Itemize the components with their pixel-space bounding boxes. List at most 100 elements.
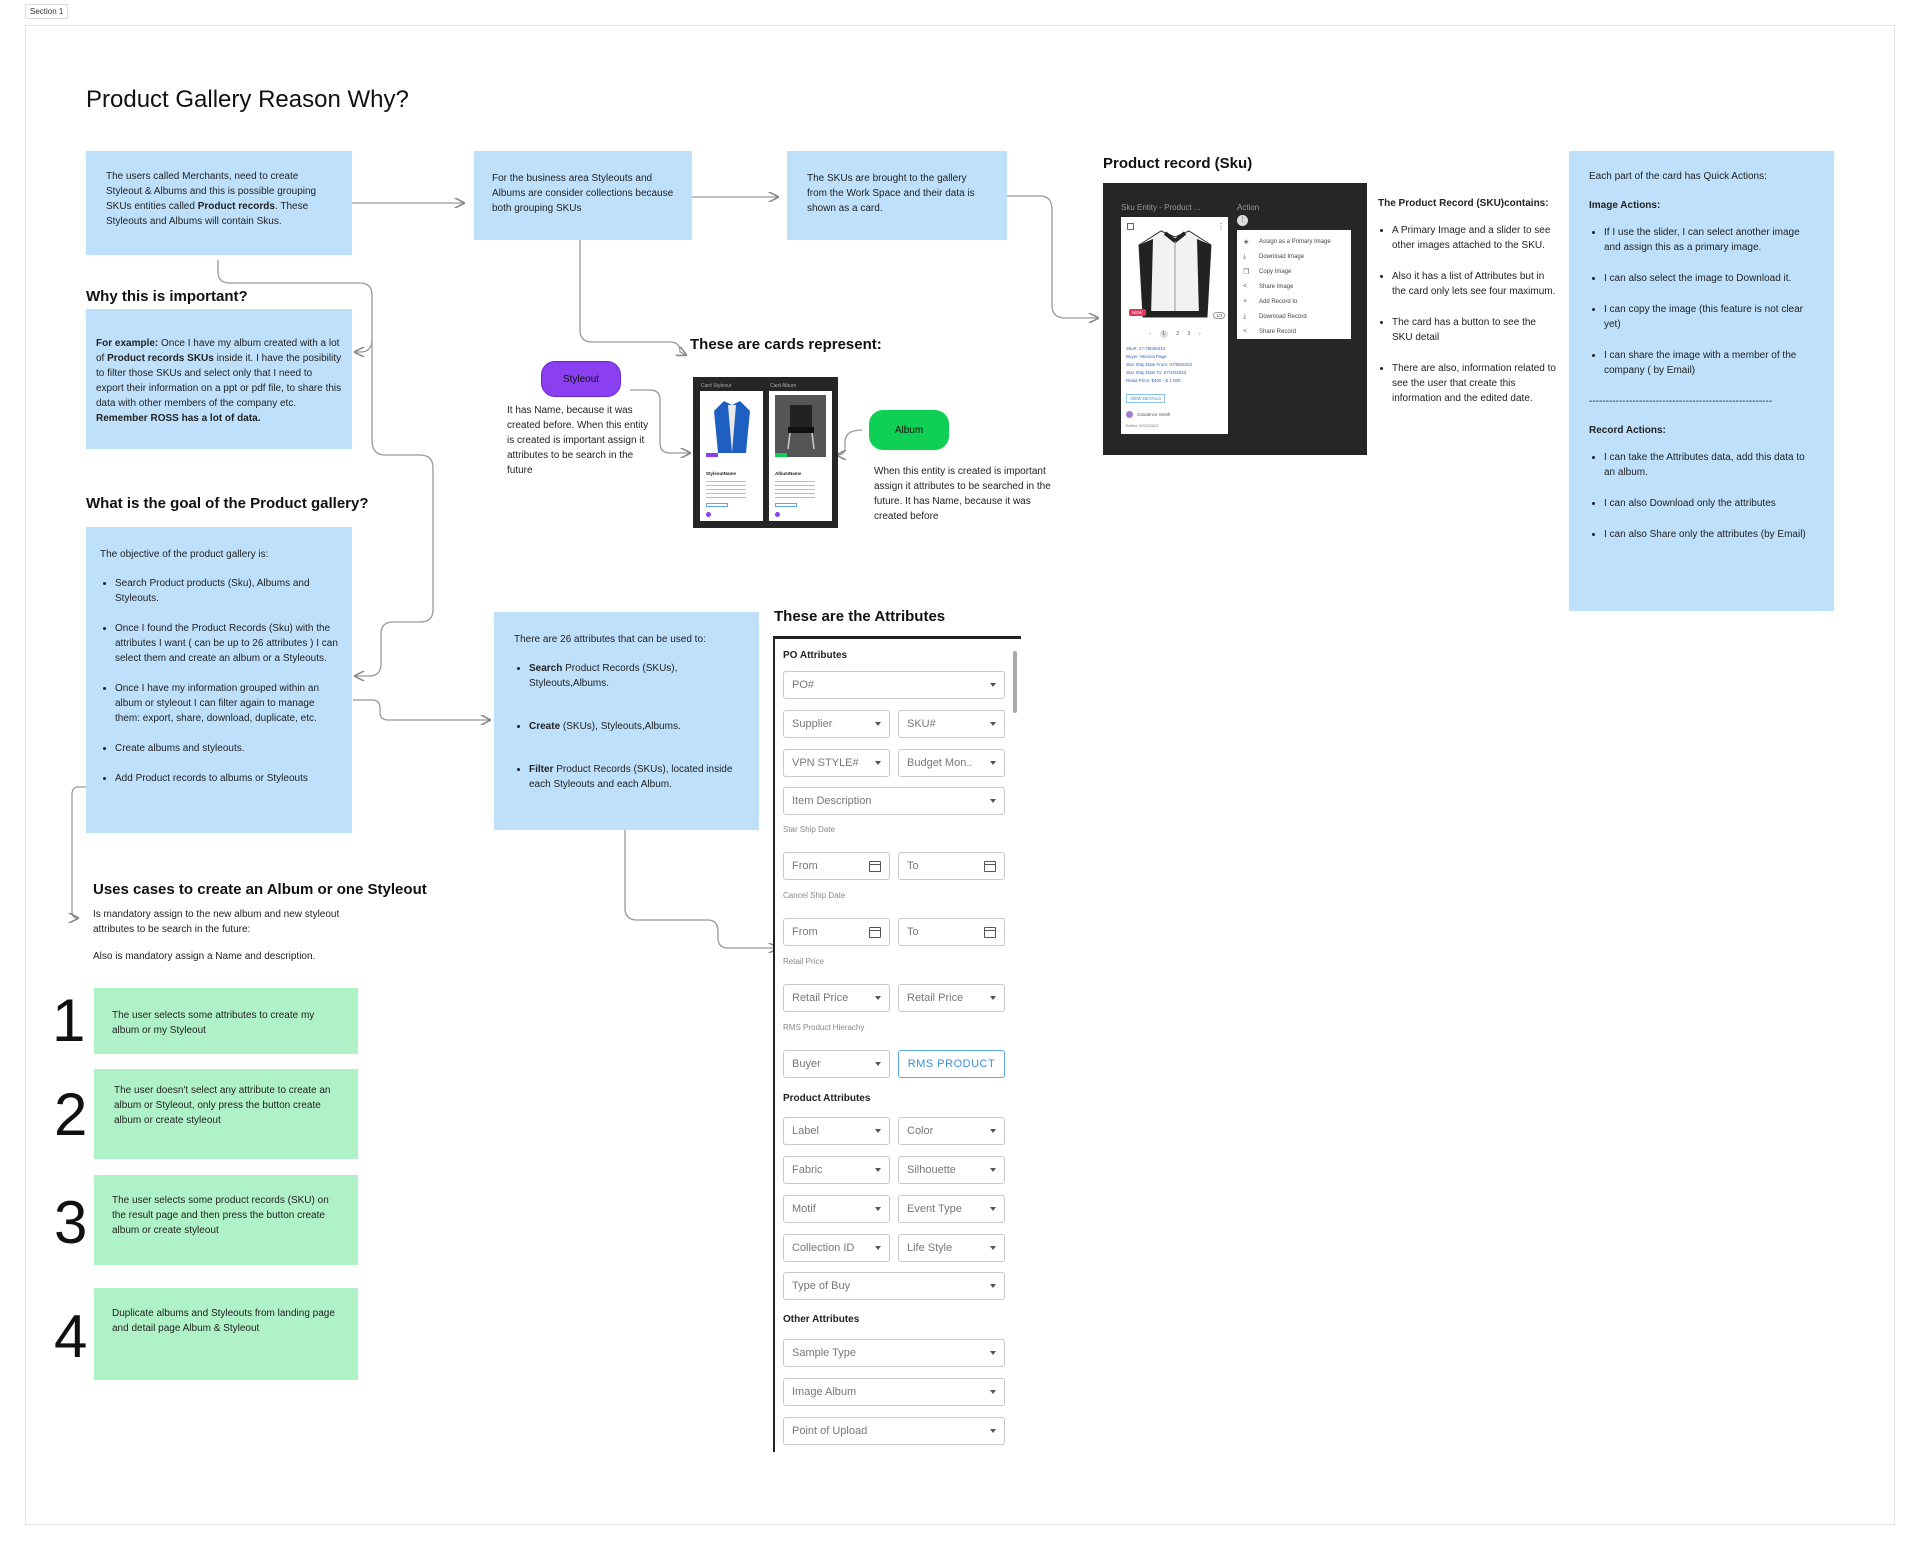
- sku-card[interactable]: ⋮ NEW 1/3 ‹ 1 2 3 › Sku#: 17-78036444 Bu…: [1121, 217, 1228, 434]
- caret-down-icon: [990, 1168, 996, 1172]
- avatar: [775, 512, 780, 517]
- caret-down-icon: [990, 1284, 996, 1288]
- list-item: There are also, information related to s…: [1392, 361, 1558, 406]
- usecases-title: Uses cases to create an Album or one Sty…: [93, 881, 427, 898]
- menu-item-add-record[interactable]: +Add Record to: [1243, 298, 1298, 305]
- attributes-usage-note: There are 26 attributes that can be used…: [494, 612, 759, 830]
- supplier-dropdown[interactable]: Supplier: [783, 710, 890, 738]
- caret-down-icon: [990, 1351, 996, 1355]
- list-item: A Primary Image and a slider to see othe…: [1392, 223, 1558, 253]
- scrollbar[interactable]: [1013, 651, 1017, 713]
- caret-down-icon: [990, 683, 996, 687]
- usecases-intro-name: Also is mandatory assign a Name and desc…: [93, 951, 316, 962]
- card-name: StyleoutName: [706, 471, 737, 476]
- caret-down-icon: [875, 1168, 881, 1172]
- slider-page[interactable]: 2: [1176, 331, 1179, 337]
- fabric-dropdown[interactable]: Fabric: [783, 1156, 890, 1184]
- user-name: Candence Smith: [1137, 412, 1171, 417]
- list-item: Also it has a list of Attributes but in …: [1392, 269, 1558, 299]
- budget-dropdown[interactable]: Budget Mon..: [898, 749, 1005, 777]
- select-checkbox[interactable]: [1127, 223, 1134, 230]
- sku-contains-note: The Product Record (SKU)contains: A Prim…: [1378, 196, 1558, 422]
- slider-page[interactable]: 1: [1159, 330, 1168, 338]
- view-details-button[interactable]: VIEW DETAILS: [1126, 394, 1166, 403]
- list-item: Add Product records to albums or Styleou…: [115, 771, 338, 786]
- image-counter: 1/3: [1213, 312, 1226, 319]
- calendar-icon[interactable]: [869, 860, 881, 872]
- quick-actions-note: Each part of the card has Quick Actions:…: [1569, 151, 1834, 611]
- action-button[interactable]: ⋮: [1237, 215, 1248, 226]
- star-ship-to-input[interactable]: To: [898, 852, 1005, 880]
- album-card[interactable]: AlbumName: [769, 391, 832, 521]
- po-dropdown[interactable]: PO#: [783, 671, 1005, 699]
- caret-down-icon: [990, 1207, 996, 1211]
- view-details-button[interactable]: [706, 503, 728, 507]
- list-item: Create albums and styleouts.: [115, 741, 338, 756]
- item-description-dropdown[interactable]: Item Description: [783, 787, 1005, 815]
- cancel-ship-from-input[interactable]: From: [783, 918, 890, 946]
- primary-image[interactable]: [1135, 225, 1215, 321]
- chevron-left-icon[interactable]: ‹: [1149, 331, 1151, 337]
- menu-item-download-image[interactable]: ⤓Download Image: [1243, 252, 1305, 260]
- event-type-dropdown[interactable]: Event Type: [898, 1195, 1005, 1223]
- example-note: For example: Once I have my album create…: [86, 309, 352, 449]
- chevron-right-icon[interactable]: ›: [1198, 331, 1201, 337]
- rms-product-button[interactable]: RMS PRODUCT: [898, 1050, 1005, 1078]
- star-ship-label: Star Ship Date: [783, 825, 836, 834]
- image-album-dropdown[interactable]: Image Album: [783, 1378, 1005, 1406]
- vpn-style-dropdown[interactable]: VPN STYLE#: [783, 749, 890, 777]
- usecases-intro: Is mandatory assign to the new album and…: [93, 909, 340, 935]
- calendar-icon[interactable]: [869, 926, 881, 938]
- view-details-button[interactable]: [775, 503, 797, 507]
- type-of-buy-dropdown[interactable]: Type of Buy: [783, 1272, 1005, 1300]
- star-ship-from-input[interactable]: From: [783, 852, 890, 880]
- album-description: When this entity is created is important…: [874, 466, 1051, 522]
- usecase-card: The user selects some attributes to crea…: [94, 988, 358, 1054]
- attributes-panel: PO Attributes PO# Supplier SKU# VPN STYL…: [773, 636, 1021, 1452]
- collections-note: For the business area Styleouts and Albu…: [474, 151, 692, 240]
- sample-type-dropdown[interactable]: Sample Type: [783, 1339, 1005, 1367]
- menu-item-assign-primary[interactable]: ★Assign as a Primary Image: [1243, 238, 1331, 246]
- copy-icon: ❐: [1243, 268, 1250, 276]
- cancel-ship-to-input[interactable]: To: [898, 918, 1005, 946]
- list-item: Search Product products (Sku), Albums an…: [115, 576, 338, 606]
- download-icon: ⤓: [1243, 312, 1247, 320]
- menu-item-share-record[interactable]: <Share Record: [1243, 328, 1297, 335]
- life-style-dropdown[interactable]: Life Style: [898, 1234, 1005, 1262]
- image-slider[interactable]: ‹ 1 2 3 ›: [1145, 330, 1205, 338]
- retail-price-min-dropdown[interactable]: Retail Price: [783, 984, 890, 1012]
- calendar-icon[interactable]: [984, 860, 996, 872]
- section-frame: [25, 25, 1895, 1525]
- menu-item-download-record[interactable]: ⤓Download Record: [1243, 312, 1307, 320]
- slider-page[interactable]: 3: [1187, 331, 1191, 337]
- list-item: The card has a button to see the SKU det…: [1392, 315, 1558, 345]
- point-of-upload-dropdown[interactable]: Point of Upload: [783, 1417, 1005, 1445]
- download-icon: ⤓: [1243, 252, 1247, 260]
- buyer-dropdown[interactable]: Buyer: [783, 1050, 890, 1078]
- section-tag[interactable]: Section 1: [25, 4, 69, 19]
- plus-icon: +: [1243, 298, 1248, 305]
- separator: ----------------------------------------…: [1589, 396, 1773, 407]
- more-icon[interactable]: ⋮: [1217, 222, 1225, 231]
- motif-dropdown[interactable]: Motif: [783, 1195, 890, 1223]
- label-dropdown[interactable]: Label: [783, 1117, 890, 1145]
- skus-note: The SKUs are brought to the gallery from…: [787, 151, 1007, 240]
- usecase-card: Duplicate albums and Styleouts from land…: [94, 1288, 358, 1380]
- usecase-card: The user selects some product records (S…: [94, 1175, 358, 1265]
- silhouette-dropdown[interactable]: Silhouette: [898, 1156, 1005, 1184]
- why-title: Why this is important?: [86, 288, 248, 305]
- styleout-card[interactable]: StyleoutName: [700, 391, 763, 521]
- menu-item-copy-image[interactable]: ❐Copy Image: [1243, 268, 1292, 276]
- sku-dropdown[interactable]: SKU#: [898, 710, 1005, 738]
- calendar-icon[interactable]: [984, 926, 996, 938]
- album-pill: Album: [869, 410, 949, 450]
- menu-item-share-image[interactable]: <Share Image: [1243, 283, 1294, 290]
- collection-id-dropdown[interactable]: Collection ID: [783, 1234, 890, 1262]
- usecase-number: 2: [54, 1081, 88, 1148]
- caret-down-icon: [990, 1429, 996, 1433]
- color-dropdown[interactable]: Color: [898, 1117, 1005, 1145]
- product-attributes-title: Product Attributes: [783, 1093, 871, 1104]
- sku-contains-title: The Product Record (SKU)contains:: [1378, 198, 1549, 209]
- goal-note: The objective of the product gallery is:…: [86, 527, 352, 833]
- retail-price-max-dropdown[interactable]: Retail Price: [898, 984, 1005, 1012]
